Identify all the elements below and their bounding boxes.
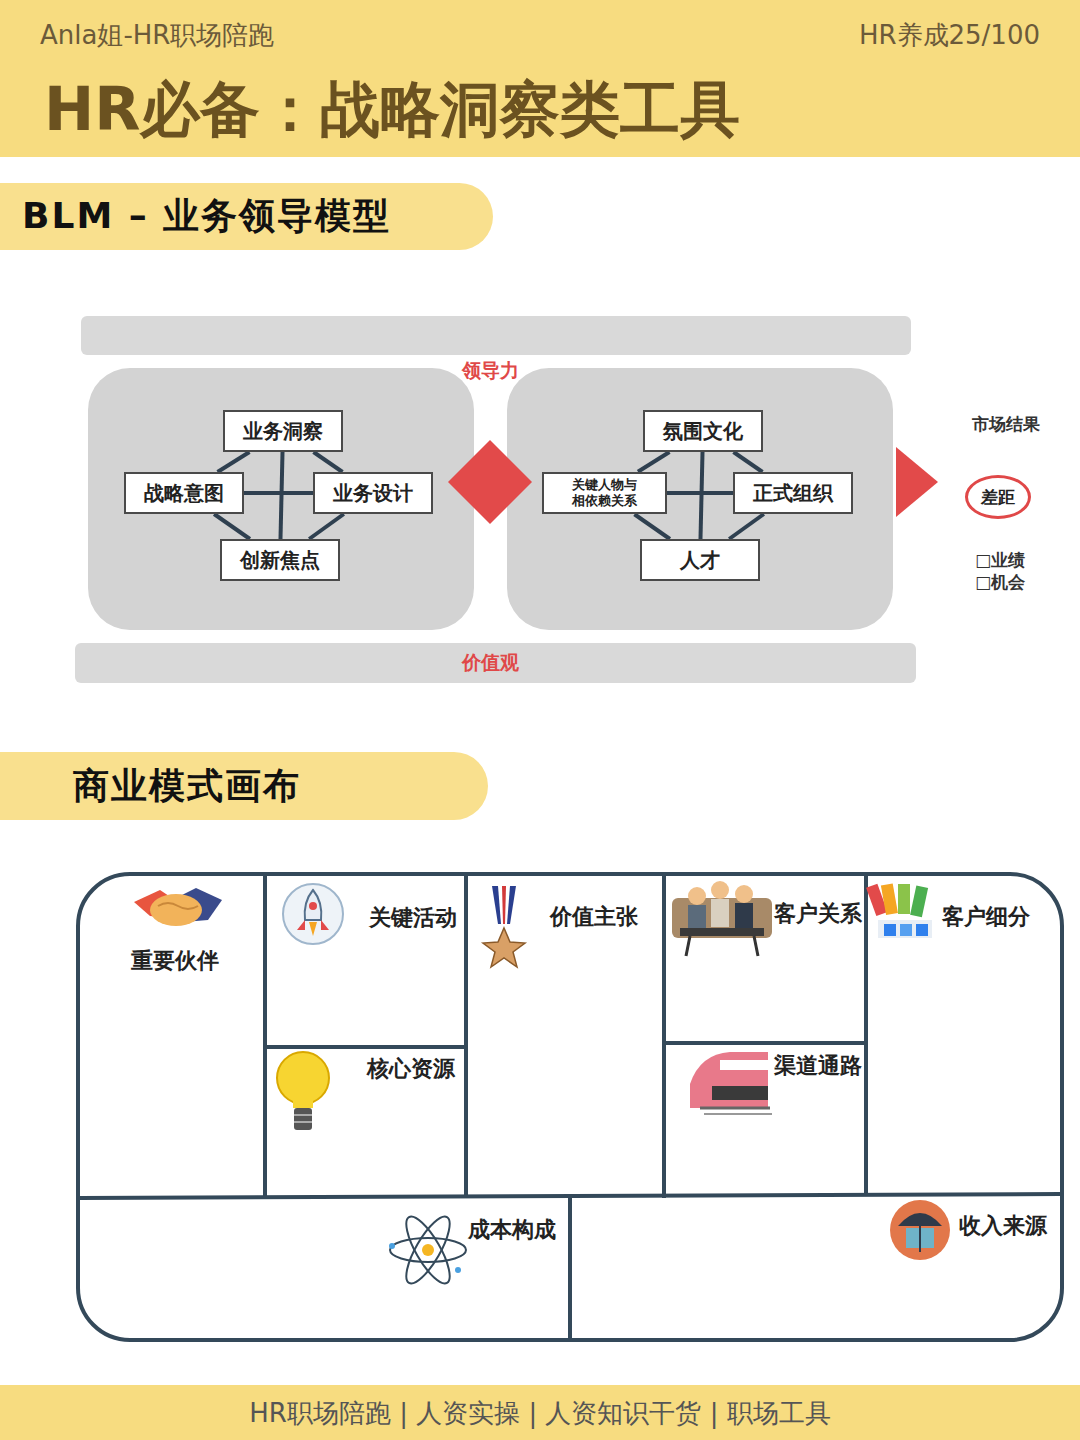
node-text: 成本构成 [468,1215,556,1245]
connector [218,452,250,472]
train-icon [690,1052,772,1114]
node-cell: 渠道通路 [664,1043,866,1198]
canvas-grid [80,875,1060,1338]
node-text: 商业模式画布 [73,762,301,811]
footer-text: HR职场陪跑 | 人资实操 | 人资知识干货 | 职场工具 [249,1396,830,1431]
node-cell: 客户细分 [866,876,1060,1196]
node-box: 战略意图 [124,472,244,514]
footer-band [0,1385,1080,1440]
node-text: 战略意图 [144,480,224,507]
node-text: 关键活动 [369,903,457,933]
node-cell: 关键活动 [265,876,466,1047]
node-text: 业务洞察 [243,418,323,445]
node-text: BLM – 业务领导模型 [22,192,391,241]
node-text: 差距 [981,486,1015,509]
red-arrow [896,447,938,517]
node-text: 价值观 [462,650,519,676]
meeting-icon [672,881,772,956]
bulb-icon [277,1052,329,1130]
node-text: 渠道通路 [774,1051,862,1081]
node-cell: 重要伙伴 [80,876,265,1198]
connector [638,452,670,472]
connector [733,452,762,472]
node-cell: 收入来源 [570,1196,1060,1338]
author-tag: Anla姐-HR职场陪跑 [40,18,274,53]
connector [313,452,342,472]
node-small: 关键人物与相依赖关系 [542,472,667,515]
connector [309,514,344,539]
handshake-icon [134,888,222,926]
series-number: HR养成25/100 [859,18,1040,53]
umbrella-icon [890,1200,950,1260]
node-pill: 商业模式画布 [0,752,488,820]
node-text: 价值主张 [550,902,638,932]
rocket-icon [283,884,343,944]
node-text: 氛围文化 [663,418,743,445]
checkbox-item: □机会 [975,571,1025,594]
node-text: 重要伙伴 [131,946,219,976]
node-band: 领导力 [81,316,911,355]
node-box: 氛围文化 [643,410,763,452]
node-text: 领导力 [462,358,519,384]
header-band [0,0,1080,157]
connector [244,493,313,494]
connector [729,514,764,539]
node-cell: 客户关系 [664,876,866,1043]
node-text: 收入来源 [959,1211,1047,1241]
node-band2: 价值观 [75,643,916,683]
medal-icon [483,886,525,967]
panel [88,368,474,630]
node-ell: 差距 [965,475,1031,519]
node-text: 关键人物与相依赖关系 [570,477,638,510]
node-text: 业务设计 [333,480,413,507]
node-cell: 成本构成 [80,1198,570,1338]
red-diamond [448,440,532,524]
connector [280,452,282,539]
node-text: 正式组织 [753,480,833,507]
swatch-icon [866,883,932,938]
panel [507,368,893,630]
node-cell: 核心资源 [265,1047,466,1198]
node-box: 人才 [640,539,760,581]
node-text: 客户关系 [774,899,862,929]
connector [667,493,734,494]
node-box: 业务洞察 [223,410,343,452]
node-text: 核心资源 [367,1054,455,1084]
page-title: HR必备：战略洞察类工具 [44,70,740,151]
result-label: 市场结果 [972,413,1040,436]
node-cell: 价值主张 [466,876,664,1198]
connector [214,514,250,539]
connector [700,452,702,539]
node-text: 创新焦点 [240,547,320,574]
canvas-outline [78,874,1062,1340]
node-text: 人才 [680,547,720,574]
node-box: 业务设计 [313,472,433,514]
node-box: 正式组织 [733,472,853,514]
node-text: 客户细分 [942,902,1030,932]
connector [634,514,669,539]
node-box: 创新焦点 [220,539,340,581]
checkbox-item: □业绩 [975,549,1025,572]
atom-icon [389,1211,466,1289]
node-pill: BLM – 业务领导模型 [0,183,493,250]
